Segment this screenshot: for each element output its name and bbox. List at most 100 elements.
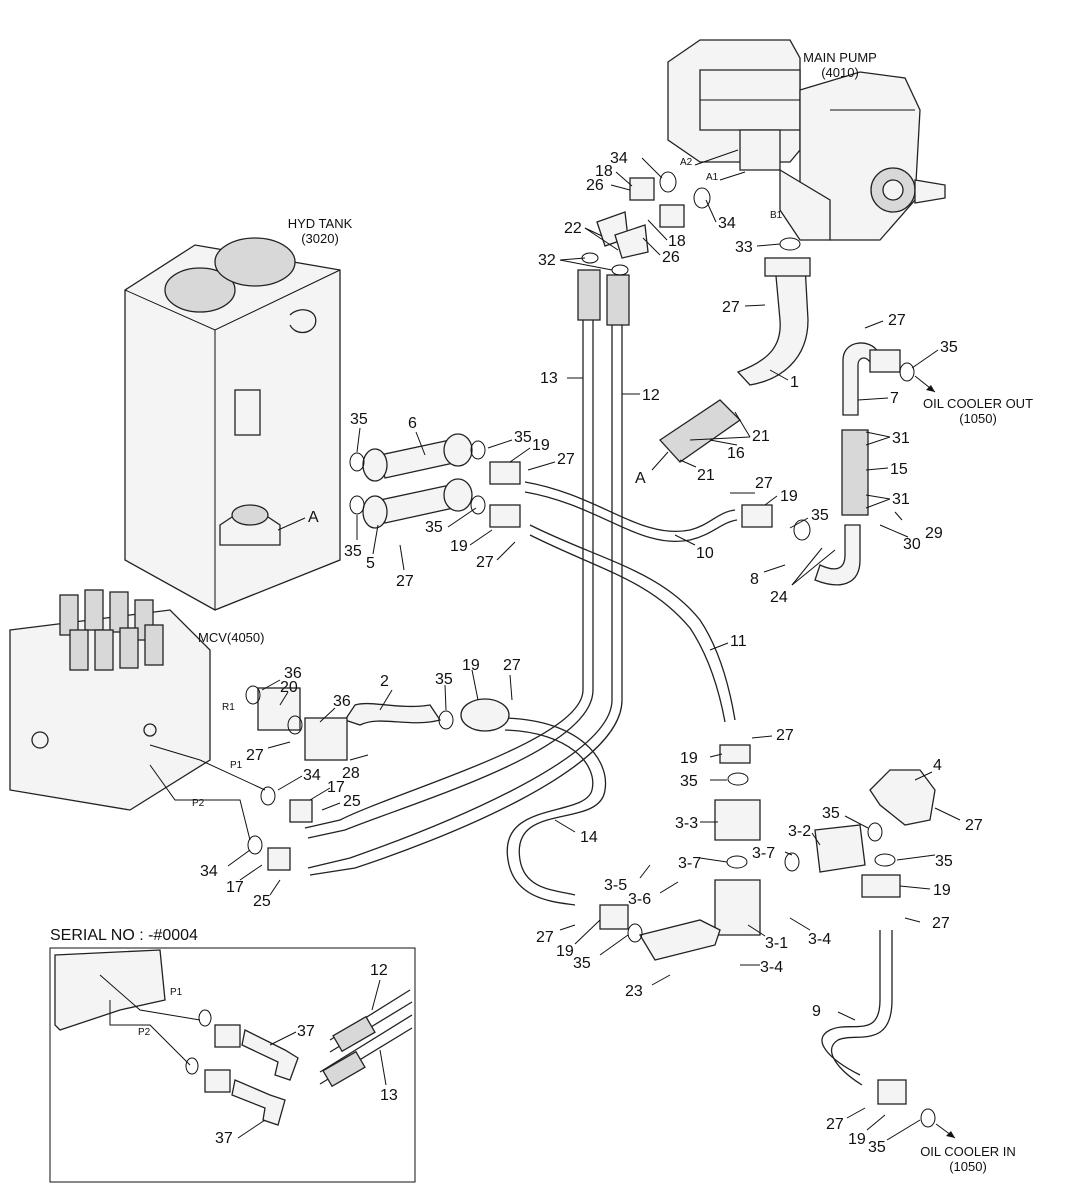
port-a1-label: A1 bbox=[706, 172, 719, 183]
callout-21: 21 bbox=[752, 428, 770, 445]
oil-cooler-in-code: (1050) bbox=[949, 1159, 987, 1174]
port-a2-label: A2 bbox=[680, 157, 693, 168]
callout-20: 20 bbox=[280, 679, 298, 696]
callout-27c: 27 bbox=[557, 451, 575, 468]
callout-19: 19 bbox=[532, 437, 550, 454]
callout-a: A bbox=[635, 470, 646, 487]
oil-cooler-out-code: (1050) bbox=[959, 411, 997, 426]
callout-31: 31 bbox=[892, 430, 910, 447]
callout-19e: 19 bbox=[680, 750, 698, 767]
callout-27i: 27 bbox=[776, 727, 794, 744]
callout-27m: 27 bbox=[826, 1116, 844, 1133]
callout-16: 16 bbox=[727, 445, 745, 462]
callout-27h: 27 bbox=[246, 747, 264, 764]
callout-17: 17 bbox=[327, 779, 345, 796]
callout-3-3: 3-3 bbox=[675, 815, 698, 832]
inset-title: SERIAL NO : -#0004 bbox=[50, 927, 198, 944]
callout-3-2: 3-2 bbox=[788, 823, 811, 840]
callout-5: 5 bbox=[366, 555, 375, 572]
oil-cooler-in-label: OIL COOLER IN bbox=[920, 1144, 1016, 1159]
hyd-tank-code: (3020) bbox=[301, 231, 339, 246]
callout-30: 30 bbox=[903, 536, 921, 553]
callout-32: 32 bbox=[538, 252, 556, 269]
callout-35i: 35 bbox=[822, 805, 840, 822]
callout-22: 22 bbox=[564, 220, 582, 237]
callout-27d: 27 bbox=[476, 554, 494, 571]
callout-35k: 35 bbox=[573, 955, 591, 972]
mcv-port-p1: P1 bbox=[230, 760, 243, 771]
callout-13: 13 bbox=[540, 370, 558, 387]
callout-35g: 35 bbox=[435, 671, 453, 688]
port-b1-label: B1 bbox=[770, 210, 783, 221]
callout-34: 34 bbox=[610, 150, 628, 167]
callout-27l: 27 bbox=[932, 915, 950, 932]
callout-27j: 27 bbox=[965, 817, 983, 834]
callout-34c: 34 bbox=[303, 767, 321, 784]
callout-19d: 19 bbox=[462, 657, 480, 674]
inset-callout-13: 13 bbox=[380, 1087, 398, 1104]
main-pump-code: (4010) bbox=[821, 65, 859, 80]
oil-cooler-out-label: OIL COOLER OUT bbox=[923, 396, 1033, 411]
callout-3-7: 3-7 bbox=[678, 855, 701, 872]
callout-27e: 27 bbox=[755, 475, 773, 492]
callout-33: 33 bbox=[735, 239, 753, 256]
callout-31b: 31 bbox=[892, 491, 910, 508]
inset-port-p1: P1 bbox=[170, 987, 183, 998]
callout-35c: 35 bbox=[514, 429, 532, 446]
hydraulic-tank-drawing bbox=[124, 237, 341, 611]
inset-callout-37a: 37 bbox=[297, 1023, 315, 1040]
mcv-label: MCV(4050) bbox=[198, 630, 264, 645]
callout-27b: 27 bbox=[888, 312, 906, 329]
callout-36b: 36 bbox=[333, 693, 351, 710]
callout-27f: 27 bbox=[396, 573, 414, 590]
callout-26b: 26 bbox=[662, 249, 680, 266]
mcv-drawing bbox=[9, 589, 211, 811]
callout-11: 11 bbox=[730, 633, 747, 650]
detail-a-tank-label: A bbox=[308, 509, 319, 526]
callout-24: 24 bbox=[770, 589, 788, 606]
fittings bbox=[257, 177, 907, 1105]
callout-19g: 19 bbox=[556, 943, 574, 960]
inset-port-p2: P2 bbox=[138, 1027, 151, 1038]
callout-17b: 17 bbox=[226, 879, 244, 896]
callout-15: 15 bbox=[890, 461, 908, 478]
inset-callout-12: 12 bbox=[370, 962, 388, 979]
callout-3-4: 3-4 bbox=[808, 931, 831, 948]
o-rings bbox=[245, 171, 936, 1128]
leader-lines bbox=[227, 157, 961, 1141]
callout-27k: 27 bbox=[536, 929, 554, 946]
callout-26: 26 bbox=[586, 177, 604, 194]
callout-2: 2 bbox=[380, 673, 389, 690]
callout-35l: 35 bbox=[868, 1139, 886, 1156]
callout-28: 28 bbox=[342, 765, 360, 782]
main-pump-drawing bbox=[667, 39, 946, 241]
callout-35h: 35 bbox=[680, 773, 698, 790]
callout-6: 6 bbox=[408, 415, 417, 432]
callout-7: 7 bbox=[890, 390, 899, 407]
callout-3-1: 3-1 bbox=[765, 935, 788, 952]
callout-4: 4 bbox=[933, 757, 942, 774]
hyd-tank-label: HYD TANK bbox=[288, 216, 353, 231]
inset-callout-37b: 37 bbox=[215, 1130, 233, 1147]
callout-10: 10 bbox=[696, 545, 714, 562]
callout-18: 18 bbox=[595, 163, 613, 180]
callout-3-7b: 3-7 bbox=[752, 845, 775, 862]
callout-19f: 19 bbox=[933, 882, 951, 899]
callout-34b: 34 bbox=[718, 215, 736, 232]
callout-14: 14 bbox=[580, 829, 598, 846]
callout-29: 29 bbox=[925, 525, 943, 542]
callout-19h: 19 bbox=[848, 1131, 866, 1148]
main-pump-label: MAIN PUMP bbox=[803, 50, 877, 65]
callout-19b: 19 bbox=[450, 538, 468, 555]
callout-35b: 35 bbox=[350, 411, 368, 428]
callout-18b: 18 bbox=[668, 233, 686, 250]
callout-36: 36 bbox=[284, 665, 302, 682]
mcv-port-p2: P2 bbox=[192, 798, 205, 809]
callout-34d: 34 bbox=[200, 863, 218, 880]
hoses-and-pipes bbox=[304, 264, 936, 1086]
callout-1: 1 bbox=[790, 374, 799, 391]
callout-8: 8 bbox=[750, 571, 759, 588]
callout-3-4b: 3-4 bbox=[760, 959, 783, 976]
callout-3-6: 3-6 bbox=[628, 891, 651, 908]
callout-25b: 25 bbox=[253, 893, 271, 910]
